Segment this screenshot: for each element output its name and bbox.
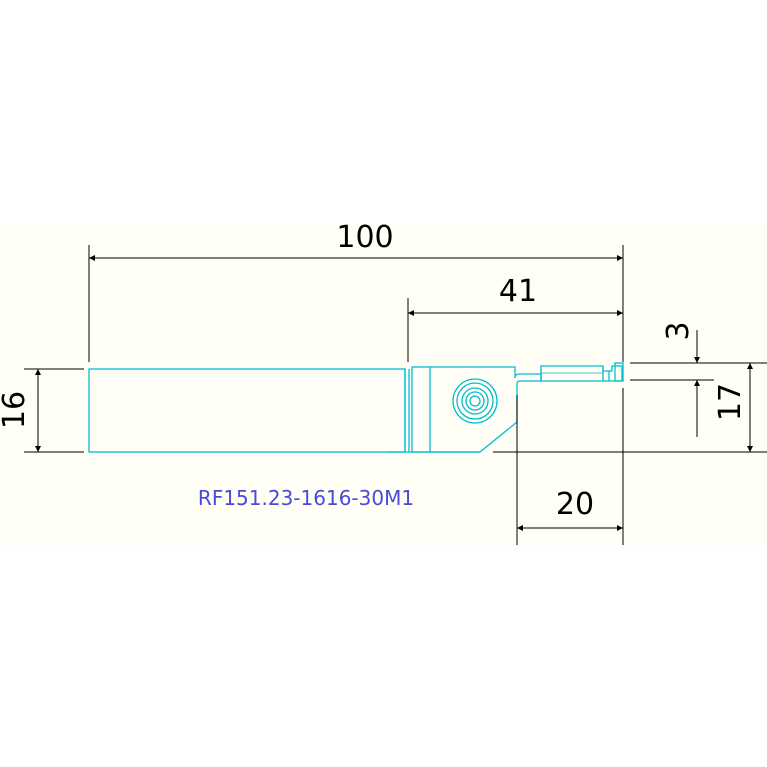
clamp-screw bbox=[452, 378, 498, 424]
dim-label-41: 41 bbox=[499, 274, 537, 309]
dimension-lines bbox=[24, 245, 767, 545]
dim-label-100: 100 bbox=[336, 220, 393, 255]
dim-label-3: 3 bbox=[661, 321, 696, 340]
drawing-area bbox=[0, 225, 767, 545]
dim-label-17: 17 bbox=[713, 383, 748, 421]
blade-tip-insert bbox=[614, 362, 624, 382]
dim-label-16: 16 bbox=[0, 391, 32, 429]
part-number: RF151.23-1616-30M1 bbox=[198, 486, 414, 510]
tool-outline bbox=[88, 362, 624, 453]
dim-label-20: 20 bbox=[556, 487, 594, 522]
